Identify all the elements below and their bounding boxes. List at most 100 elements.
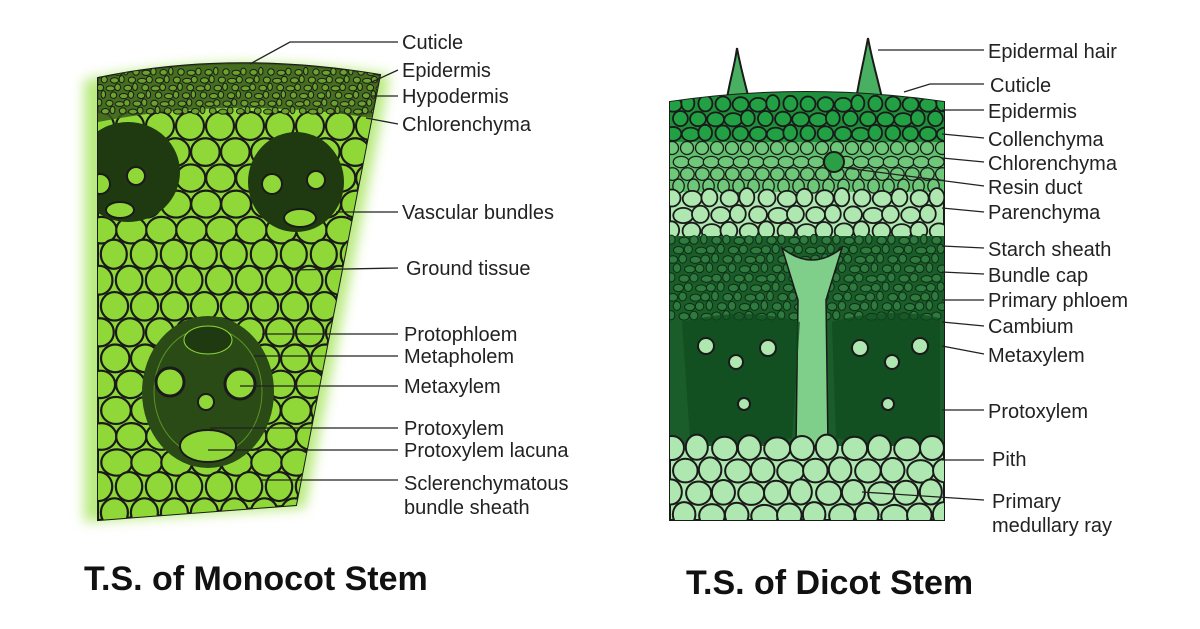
cell [334, 105, 341, 115]
cell [222, 100, 232, 107]
cell [828, 503, 856, 520]
cell [177, 82, 183, 92]
cell [249, 290, 280, 322]
cell [760, 245, 771, 255]
cell [324, 110, 356, 142]
cell [784, 167, 800, 182]
cell [728, 204, 747, 224]
cell [854, 458, 882, 484]
cell [889, 140, 905, 156]
cell [330, 99, 339, 107]
cell [114, 470, 144, 503]
cell [765, 94, 781, 113]
cell [109, 91, 118, 99]
cell [159, 238, 188, 270]
cell [784, 140, 800, 156]
cell [782, 123, 798, 142]
cell [219, 290, 250, 322]
cell [109, 105, 116, 115]
cell [739, 265, 751, 274]
cell [98, 98, 103, 107]
cell [793, 244, 803, 255]
cell [777, 272, 786, 283]
cell [678, 291, 687, 302]
monocot-label-protoxylem: Protoxylem [404, 418, 504, 440]
cell [890, 187, 909, 208]
cell [172, 76, 181, 84]
cell [739, 302, 751, 312]
monocot-label-hypodermis: Hypodermis [402, 86, 509, 108]
cell [195, 99, 204, 107]
monocot-label-metaxylem: Metaxylem [404, 376, 501, 398]
cell [370, 448, 380, 477]
cell [227, 77, 238, 84]
cell [298, 75, 305, 84]
monocot-label-cuticle: Cuticle [402, 32, 463, 54]
cell [141, 84, 150, 92]
cell [771, 243, 780, 255]
cell [204, 101, 215, 107]
cell [766, 236, 777, 245]
cell [799, 235, 809, 245]
cell [154, 77, 165, 84]
cell [776, 502, 803, 520]
cell [755, 292, 766, 302]
cell [240, 85, 251, 92]
cell [843, 253, 853, 264]
cell [325, 422, 358, 451]
dicot-labels: Epidermal hair Cuticle Epidermis Collenc… [845, 41, 1128, 537]
cell [670, 167, 680, 182]
cell [369, 238, 380, 270]
cell [850, 94, 866, 113]
cell [276, 69, 286, 76]
cell [186, 98, 193, 107]
cell [271, 106, 279, 115]
cell [340, 395, 372, 426]
cell [199, 91, 208, 99]
cell [213, 84, 223, 92]
cell [826, 302, 838, 312]
cell [887, 255, 899, 264]
cell [231, 69, 241, 76]
cell [909, 189, 930, 208]
monocot-stem-section [84, 62, 390, 523]
cell [123, 66, 129, 76]
cell [841, 435, 869, 462]
cell [854, 273, 864, 283]
cell [931, 253, 939, 264]
cell [231, 84, 240, 92]
dicot-hair-right [854, 37, 884, 102]
cell [672, 300, 682, 311]
cell [163, 107, 172, 115]
dicot-label-protoxylem: Protoxylem [988, 401, 1088, 423]
cell [670, 435, 685, 461]
cell [860, 284, 873, 293]
cell [343, 75, 350, 84]
cell [173, 108, 183, 115]
cell [369, 290, 380, 322]
cell [871, 190, 893, 208]
cell [672, 155, 690, 169]
cell [821, 236, 832, 245]
cell [670, 292, 679, 302]
cell [115, 422, 148, 451]
cell [892, 245, 905, 255]
cell [892, 263, 902, 273]
monocot-label-protophloem: Protophloem [404, 324, 517, 346]
cell [733, 274, 745, 283]
cell [100, 107, 110, 115]
cell [837, 300, 847, 311]
cell [814, 189, 835, 208]
cell [308, 108, 318, 115]
cell [209, 92, 219, 100]
cell [204, 264, 234, 296]
monocot-vascular-bundle-center [142, 316, 274, 468]
cell [684, 302, 696, 312]
cell [279, 238, 308, 270]
cell [808, 112, 829, 128]
cell [355, 369, 380, 400]
cell [723, 501, 750, 520]
cell [755, 275, 768, 283]
monocot-label-epidermis: Epidermis [402, 60, 491, 82]
cell [716, 302, 728, 312]
